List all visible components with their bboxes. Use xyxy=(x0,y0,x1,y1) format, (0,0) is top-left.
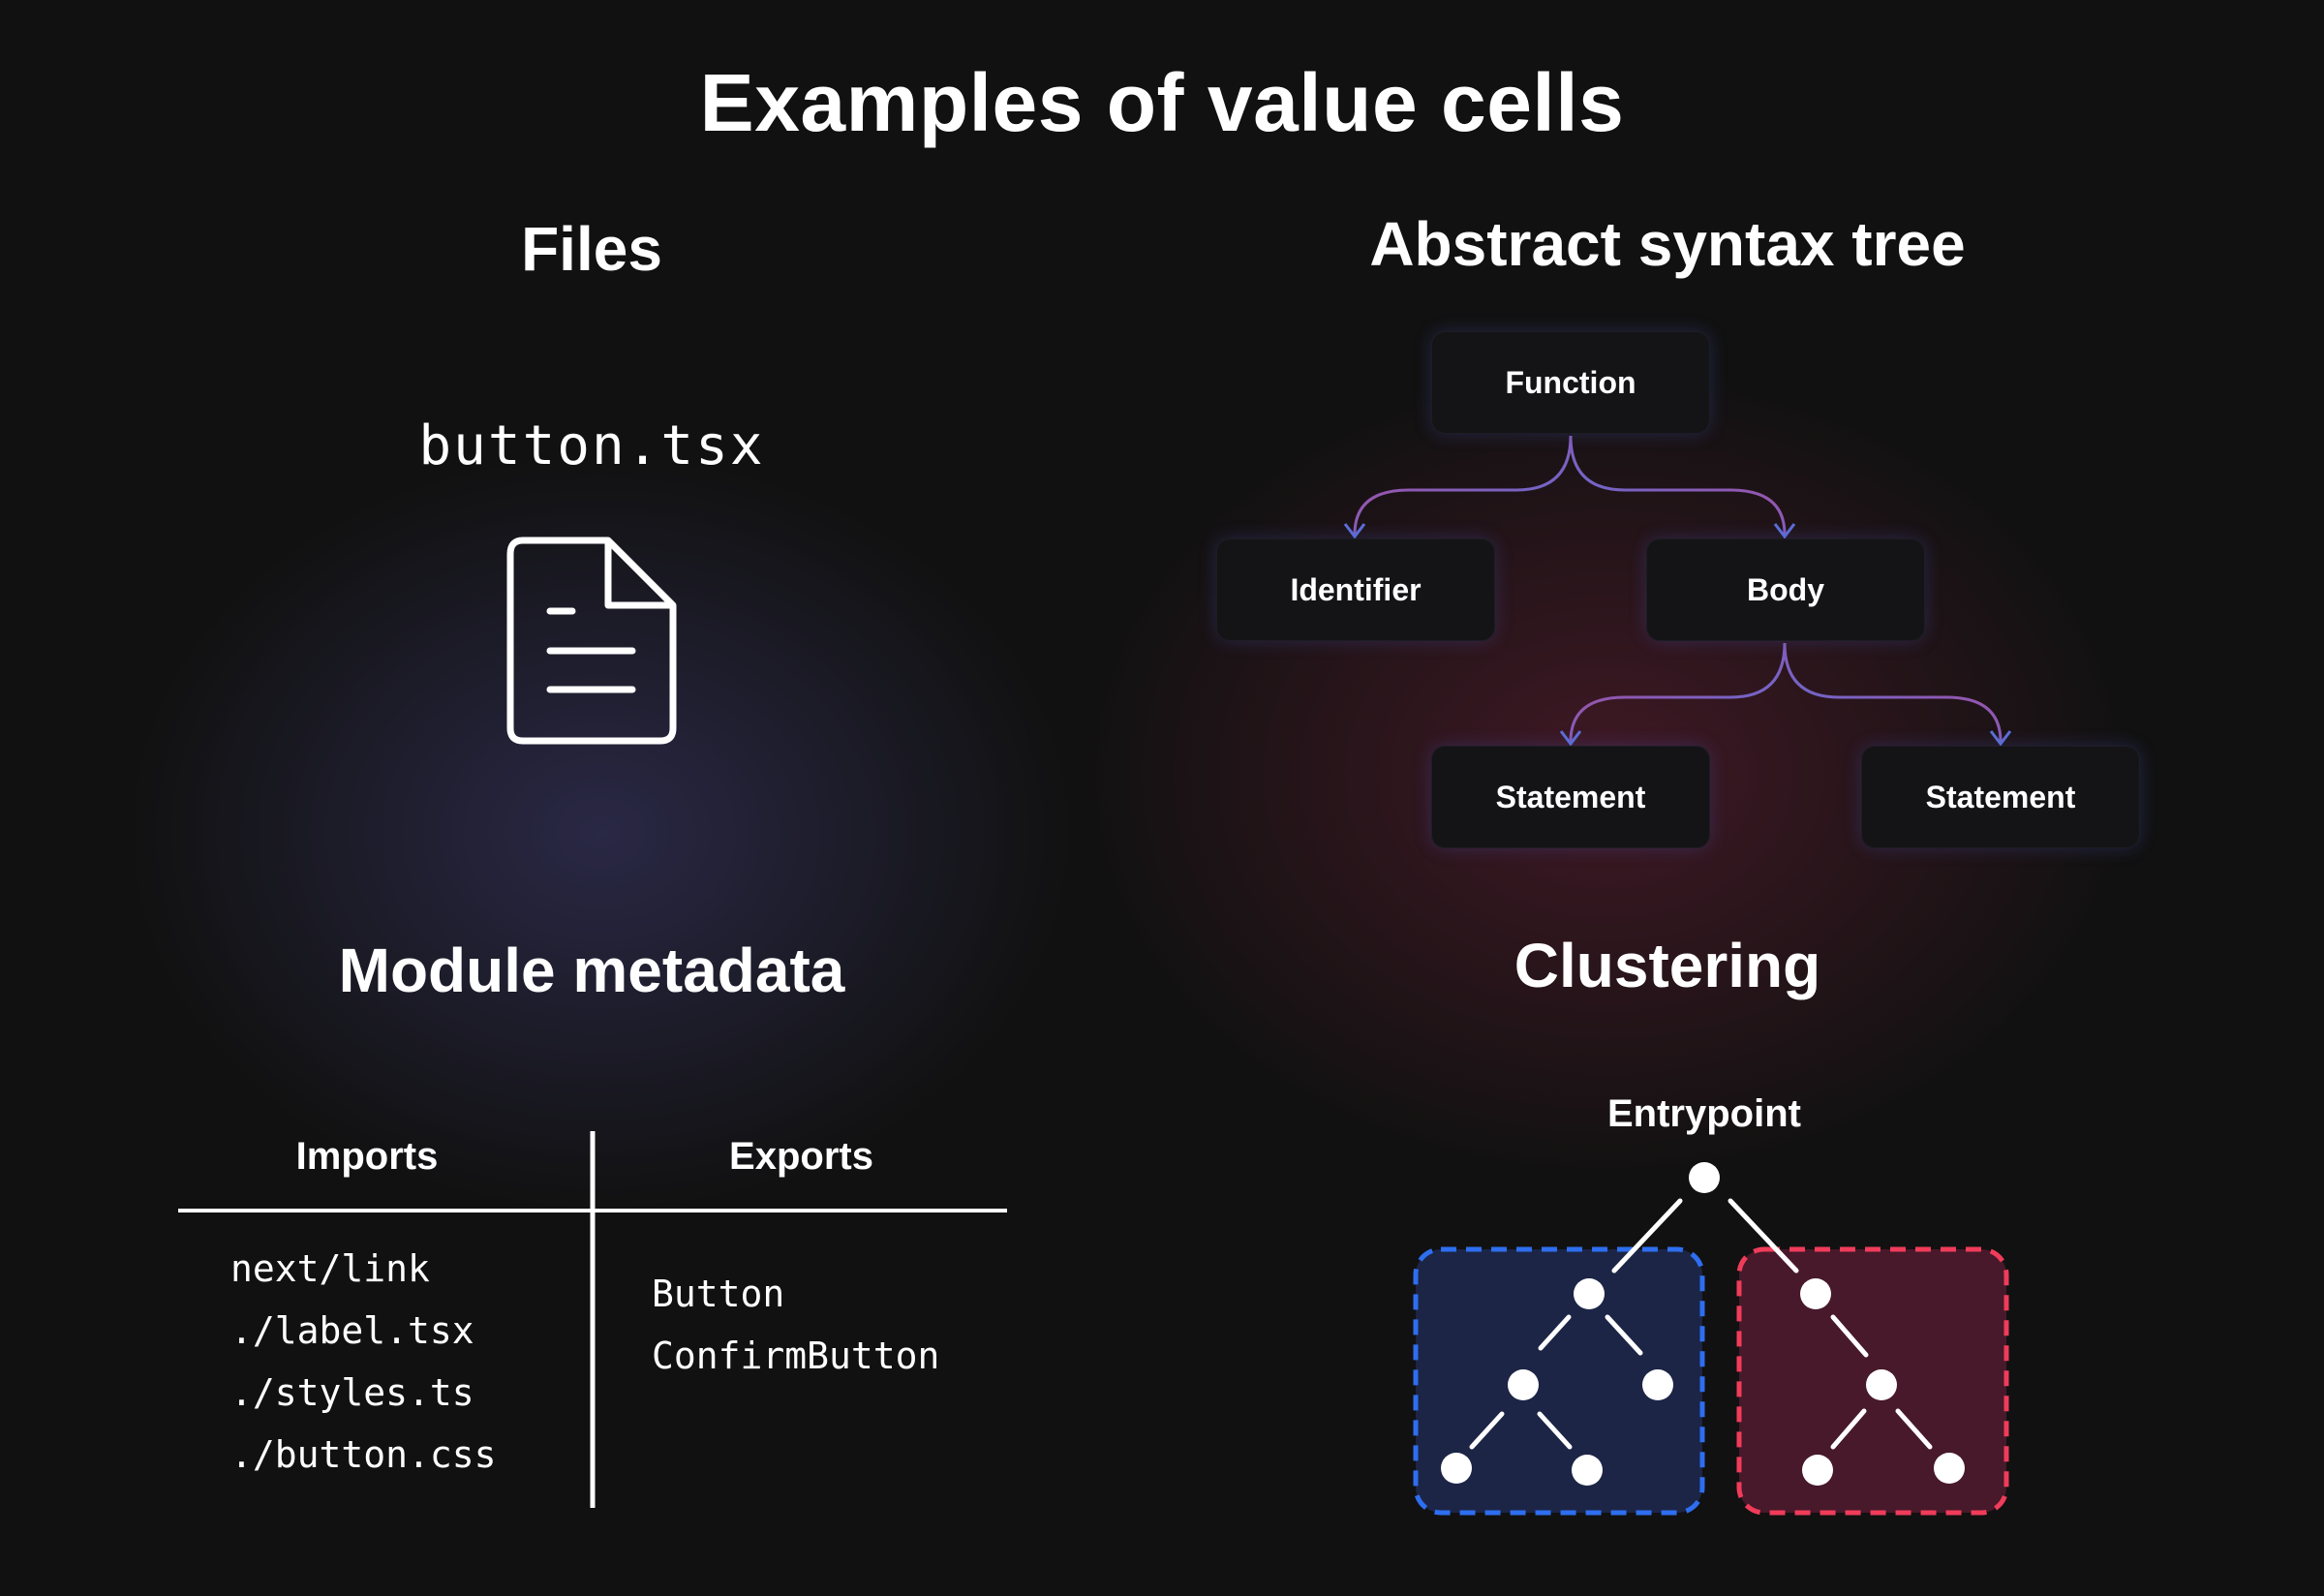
export-item: ConfirmButton xyxy=(652,1335,940,1377)
exports-header: Exports xyxy=(729,1135,873,1178)
ast-node-statement: Statement xyxy=(1431,746,1710,848)
imports-header: Imports xyxy=(295,1135,439,1178)
ast-node-identifier: Identifier xyxy=(1216,538,1495,641)
ast-node-function: Function xyxy=(1431,331,1710,434)
file-name: button.tsx xyxy=(418,414,765,477)
clustering-heading: Clustering xyxy=(1514,931,1821,1000)
export-item: Button xyxy=(652,1273,785,1315)
entrypoint-label: Entrypoint xyxy=(1607,1092,1801,1135)
import-item: ./button.css xyxy=(230,1433,497,1476)
import-item: ./styles.ts xyxy=(230,1371,474,1414)
import-item: ./label.tsx xyxy=(230,1309,474,1352)
files-heading: Files xyxy=(521,214,662,284)
ast-heading: Abstract syntax tree xyxy=(1369,209,1966,279)
module-heading: Module metadata xyxy=(338,936,845,1005)
ast-node-statement: Statement xyxy=(1861,746,2140,848)
ast-node-body: Body xyxy=(1646,538,1925,641)
import-item: next/link xyxy=(230,1247,430,1290)
page-title: Examples of value cells xyxy=(699,57,1625,148)
